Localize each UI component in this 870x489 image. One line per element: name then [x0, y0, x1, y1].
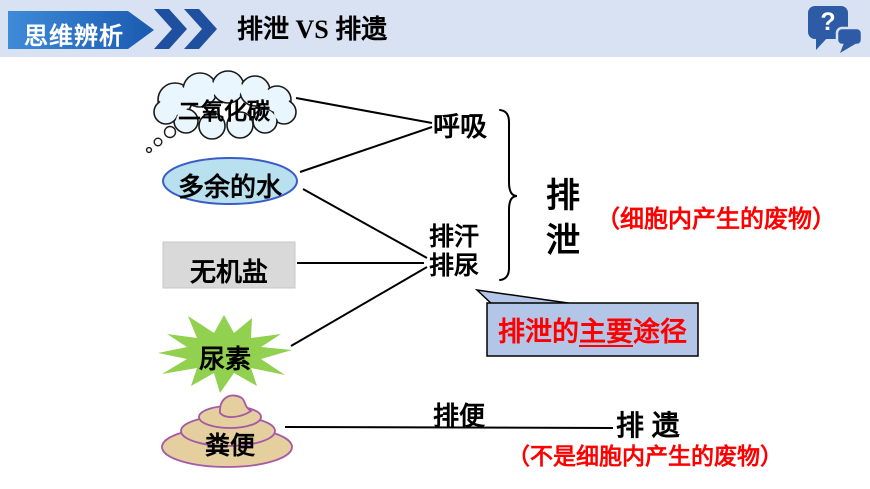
- badge-arrow-shape: [8, 11, 154, 49]
- excretion-note: （细胞内产生的废物）: [596, 206, 836, 233]
- question-glyph: ?: [820, 8, 836, 36]
- callout-shape: [474, 288, 699, 357]
- line-feces-egestion: [284, 426, 614, 429]
- header-bar: 思维辨析 排泄 VS 排遗 ?: [0, 0, 870, 57]
- rectangle-shape: [162, 241, 296, 289]
- thought-trail-dots: [145, 125, 177, 154]
- excretion-term: 排泄: [546, 177, 580, 260]
- egestion-note: （不是细胞内产生的废物）: [507, 443, 783, 469]
- callout-underlined: 主要: [579, 317, 633, 347]
- line-water-sweat: [302, 188, 428, 259]
- node-label-urea: 尿素: [198, 344, 251, 374]
- thought-cloud-shape: [145, 70, 297, 154]
- line-water-breathing: [299, 126, 433, 173]
- node-label-feces: 粪便: [204, 432, 255, 460]
- starburst-shape: [158, 315, 292, 393]
- question-chat-small-bubble: [835, 26, 864, 53]
- route-label-defecating: 排便: [433, 401, 486, 431]
- line-co2-breathing: [295, 97, 433, 124]
- callout-suffix: 途径: [633, 317, 687, 347]
- page-title: 排泄 VS 排遗: [237, 15, 388, 44]
- ellipse-shape: [162, 157, 298, 205]
- badge-label: 思维辨析: [24, 23, 124, 50]
- group-brace: [499, 109, 518, 281]
- egestion-term: 排 遗: [616, 410, 680, 441]
- route-label-sweat-urine: 排汗 排尿: [429, 223, 479, 281]
- node-label-excess-water: 多余的水: [177, 172, 282, 202]
- double-chevron-icon: [154, 9, 217, 49]
- route-label-urinating: 排尿: [429, 252, 480, 280]
- node-label-inorganic-salt: 无机盐: [189, 257, 268, 287]
- stool-shape: [161, 394, 293, 468]
- connector-lines: [284, 97, 614, 429]
- route-label-breathing: 呼吸: [433, 112, 487, 142]
- route-label-sweating: 排汗: [429, 223, 480, 251]
- node-label-co2: 二氧化碳: [178, 98, 270, 124]
- line-urea-sweat: [290, 266, 428, 347]
- callout-prefix: 排泄的: [498, 317, 579, 347]
- callout-text: 排泄的主要途径: [489, 310, 696, 349]
- question-chat-icon: [808, 6, 864, 53]
